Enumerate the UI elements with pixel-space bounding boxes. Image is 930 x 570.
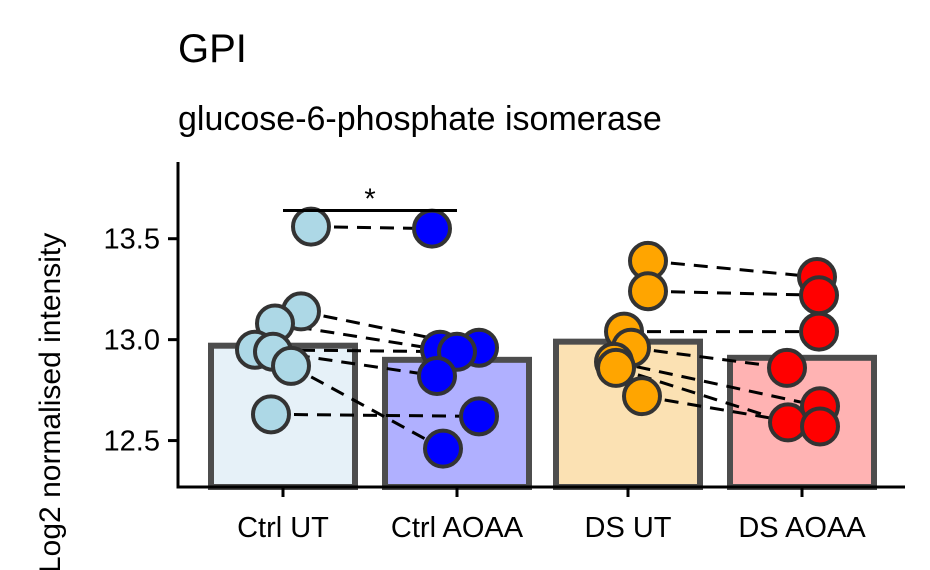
paired-line (647, 259, 818, 279)
data-point (271, 345, 311, 386)
y-tick-label: 13.0 (104, 325, 160, 357)
data-point (800, 406, 840, 447)
data-point (412, 208, 452, 249)
bar (382, 356, 532, 490)
y-axis-label: Log2 normalised intensity (34, 233, 67, 570)
data-point (251, 394, 291, 435)
data-point (596, 347, 636, 388)
x-tick-label: Ctrl AOAA (391, 512, 524, 544)
y-tick-label: 13.5 (104, 224, 160, 256)
data-point (628, 271, 668, 312)
data-point (459, 396, 499, 437)
data-point (799, 275, 839, 316)
data-point (291, 206, 331, 247)
data-point (423, 428, 463, 469)
data-point (417, 355, 457, 396)
paired-line (310, 225, 433, 231)
data-point (799, 311, 839, 352)
data-point (622, 376, 662, 417)
y-tick-label: 12.5 (104, 426, 160, 458)
paired-line (613, 360, 821, 408)
x-tick-label: Ctrl UT (237, 512, 329, 544)
paired-line (630, 346, 788, 370)
significance-label: * (364, 183, 375, 215)
chart-subtitle: glucose-6-phosphate isomerase (178, 100, 662, 138)
paired-line (290, 364, 444, 450)
data-point (767, 347, 807, 388)
chart-title: GPI (178, 27, 247, 71)
paired-line (270, 412, 480, 418)
x-tick-label: DS AOAA (738, 512, 866, 544)
x-tick-label: DS UT (585, 512, 672, 544)
paired-line (647, 289, 820, 297)
